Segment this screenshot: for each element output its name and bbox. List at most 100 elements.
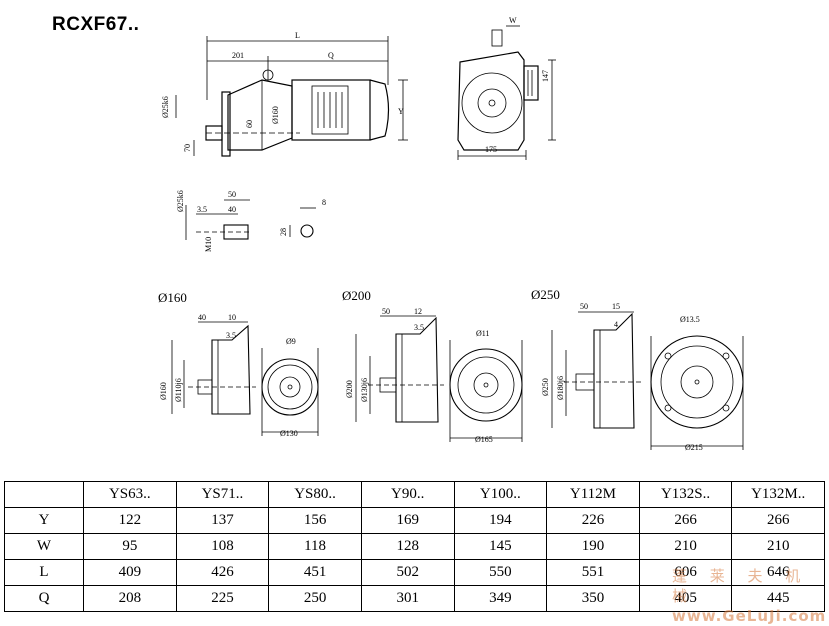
table-cell: 190: [546, 533, 640, 560]
main-end-view: [457, 25, 556, 160]
table-cell: 122: [83, 507, 177, 534]
table-cell: 606: [638, 559, 733, 586]
table-cell: 405: [638, 585, 733, 612]
table-cell: 266: [731, 507, 825, 534]
flange250-label: Ø250: [531, 287, 560, 302]
f160-outer: Ø160: [159, 382, 168, 400]
table-cell: 118: [268, 533, 362, 560]
dim-shaft: Ø25k6: [161, 96, 170, 118]
table-row: L 409 426 451 502 550 551 606 646: [4, 559, 825, 586]
f250-50: 50: [580, 302, 588, 311]
flange200-drawing: [355, 315, 523, 442]
f200-3-5: 3.5: [414, 323, 424, 332]
f250-spigot: Ø180j6: [556, 376, 565, 400]
f200-12: 12: [414, 307, 422, 316]
column-header: Y90..: [360, 481, 455, 508]
table-cell: 145: [453, 533, 548, 560]
detail-shaft: Ø25k6: [176, 190, 185, 212]
table-cell: 426: [175, 559, 270, 586]
flange250-drawing: [551, 311, 744, 450]
flange200-label: Ø200: [342, 288, 371, 303]
dim-70: 70: [183, 144, 192, 152]
row-label: Q: [4, 585, 84, 612]
column-header: YS80..: [268, 481, 362, 508]
table-cell: 210: [638, 533, 733, 560]
detail-3-5: 3.5: [197, 205, 207, 214]
table-cell: 409: [83, 559, 177, 586]
table-cell: 210: [731, 533, 825, 560]
f160-pcd: Ø130: [280, 429, 298, 438]
table-cell: 95: [83, 533, 177, 560]
detail-28: 28: [279, 228, 288, 236]
dim-Q: Q: [328, 51, 334, 60]
table-cell: 169: [360, 507, 455, 534]
table-cell: 551: [546, 559, 640, 586]
f200-outer: Ø200: [345, 380, 354, 398]
table-cell: 445: [731, 585, 825, 612]
dim-147: 147: [541, 70, 550, 82]
page-title: RCXF67..: [52, 14, 140, 35]
table-cell: 451: [268, 559, 362, 586]
column-header: Y132S..: [638, 481, 733, 508]
dim-160: Ø160: [271, 106, 280, 124]
f200-50: 50: [382, 307, 390, 316]
f250-15: 15: [612, 302, 620, 311]
f200-pcd: Ø165: [475, 435, 493, 444]
column-header: Y100..: [453, 481, 548, 508]
table-cell: 226: [546, 507, 640, 534]
dim-175: 175: [485, 145, 497, 154]
table-cell: 502: [360, 559, 455, 586]
table-cell: 646: [731, 559, 825, 586]
table-cell: 550: [453, 559, 548, 586]
column-header: YS71..: [175, 481, 270, 508]
row-label: Y: [4, 507, 84, 534]
table-cell: 137: [175, 507, 270, 534]
flange160-label: Ø160: [158, 290, 187, 305]
dim-201: 201: [232, 51, 244, 60]
detail-m10: M10: [204, 237, 213, 252]
table-row: Q 208 225 250 301 349 350 405 445: [4, 585, 825, 612]
flange160-drawing: [171, 321, 319, 436]
dim-W: W: [509, 16, 517, 25]
table-row: W 95 108 118 128 145 190 210 210: [4, 533, 825, 560]
table-corner-cell: [4, 481, 84, 508]
table-cell: 194: [453, 507, 548, 534]
detail-8: 8: [322, 198, 326, 207]
dimension-table: YS63.. YS71.. YS80.. Y90.. Y100.. Y112M …: [4, 481, 825, 612]
detail-40: 40: [228, 205, 236, 214]
f250-hole: Ø13.5: [680, 315, 700, 324]
dim-L: L: [295, 31, 300, 40]
row-label: W: [4, 533, 84, 560]
f160-spigot: Ø110j6: [174, 378, 183, 402]
main-side-view: [175, 36, 408, 157]
shaft-detail: [185, 199, 316, 240]
table-cell: 350: [546, 585, 640, 612]
table-header-row: YS63.. YS71.. YS80.. Y90.. Y100.. Y112M …: [4, 481, 825, 508]
table-cell: 225: [175, 585, 270, 612]
technical-drawing: L 201 Q Ø25k6 70 60 Ø160 Y W 147 175 Ø25…: [158, 16, 744, 452]
f160-3-5: 3.5: [226, 331, 236, 340]
table-cell: 156: [268, 507, 362, 534]
table-row: Y 122 137 156 169 194 226 266 266: [4, 507, 825, 534]
table-cell: 349: [453, 585, 548, 612]
table-cell: 266: [638, 507, 733, 534]
f200-spigot: Ø130j6: [360, 378, 369, 402]
table-cell: 208: [83, 585, 177, 612]
f160-hole: Ø9: [286, 337, 296, 346]
detail-50: 50: [228, 190, 236, 199]
column-header: YS63..: [83, 481, 177, 508]
table-cell: 250: [268, 585, 362, 612]
f250-4: 4: [614, 320, 618, 329]
dim-Y: Y: [398, 107, 404, 116]
dim-60: 60: [245, 120, 254, 128]
table-cell: 301: [360, 585, 455, 612]
table-cell: 108: [175, 533, 270, 560]
column-header: Y112M: [546, 481, 640, 508]
table-cell: 128: [360, 533, 455, 560]
f250-outer: Ø250: [541, 378, 550, 396]
f160-10: 10: [228, 313, 236, 322]
column-header: Y132M..: [731, 481, 825, 508]
row-label: L: [4, 559, 84, 586]
f250-pcd: Ø215: [685, 443, 703, 452]
f160-40: 40: [198, 313, 206, 322]
